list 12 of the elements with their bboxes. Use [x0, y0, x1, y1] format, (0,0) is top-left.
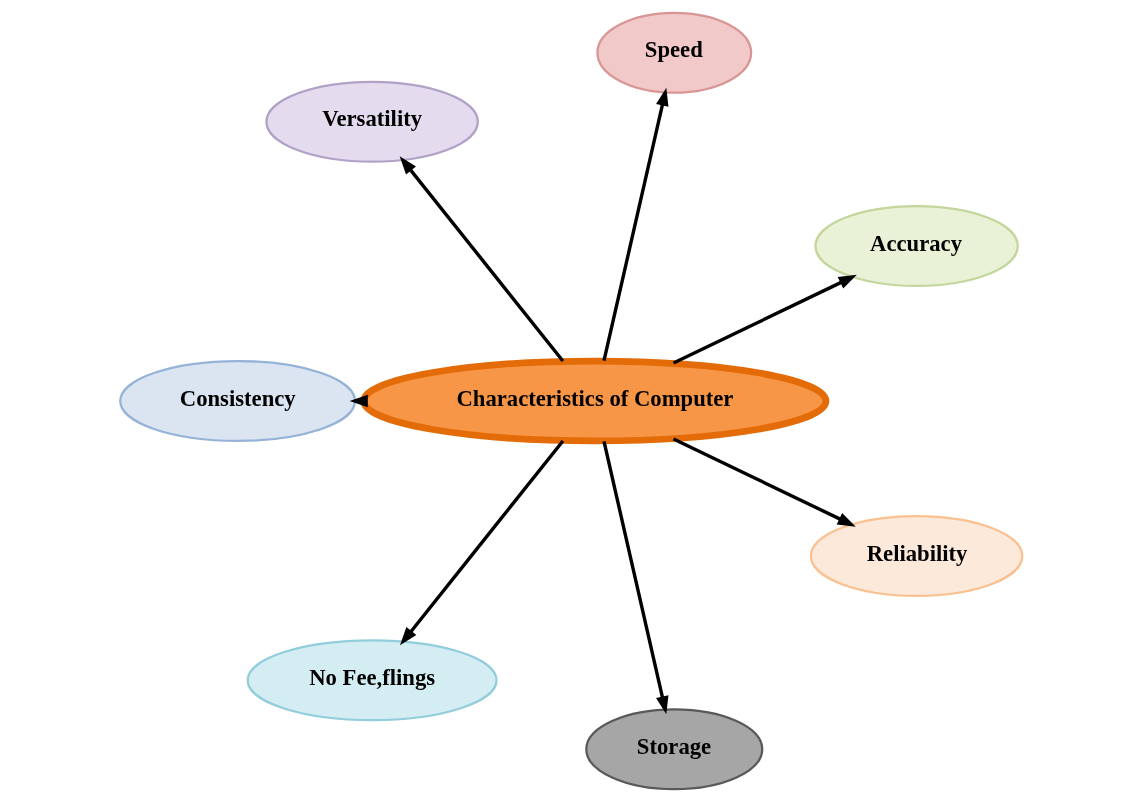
- arrow: [601, 87, 668, 362]
- arrow: [399, 156, 564, 363]
- arrow: [349, 394, 368, 408]
- arrow: [399, 439, 564, 646]
- node-ellipse: Storage: [584, 708, 763, 791]
- arrow: [672, 437, 856, 527]
- node-ellipse: No Fee,flings: [246, 639, 498, 722]
- node-ellipse: Versatility: [264, 80, 479, 163]
- node-ellipse: Speed: [595, 11, 752, 94]
- node-ellipse: Consistency: [118, 359, 356, 443]
- arrow: [601, 440, 668, 715]
- arrow: [672, 274, 857, 365]
